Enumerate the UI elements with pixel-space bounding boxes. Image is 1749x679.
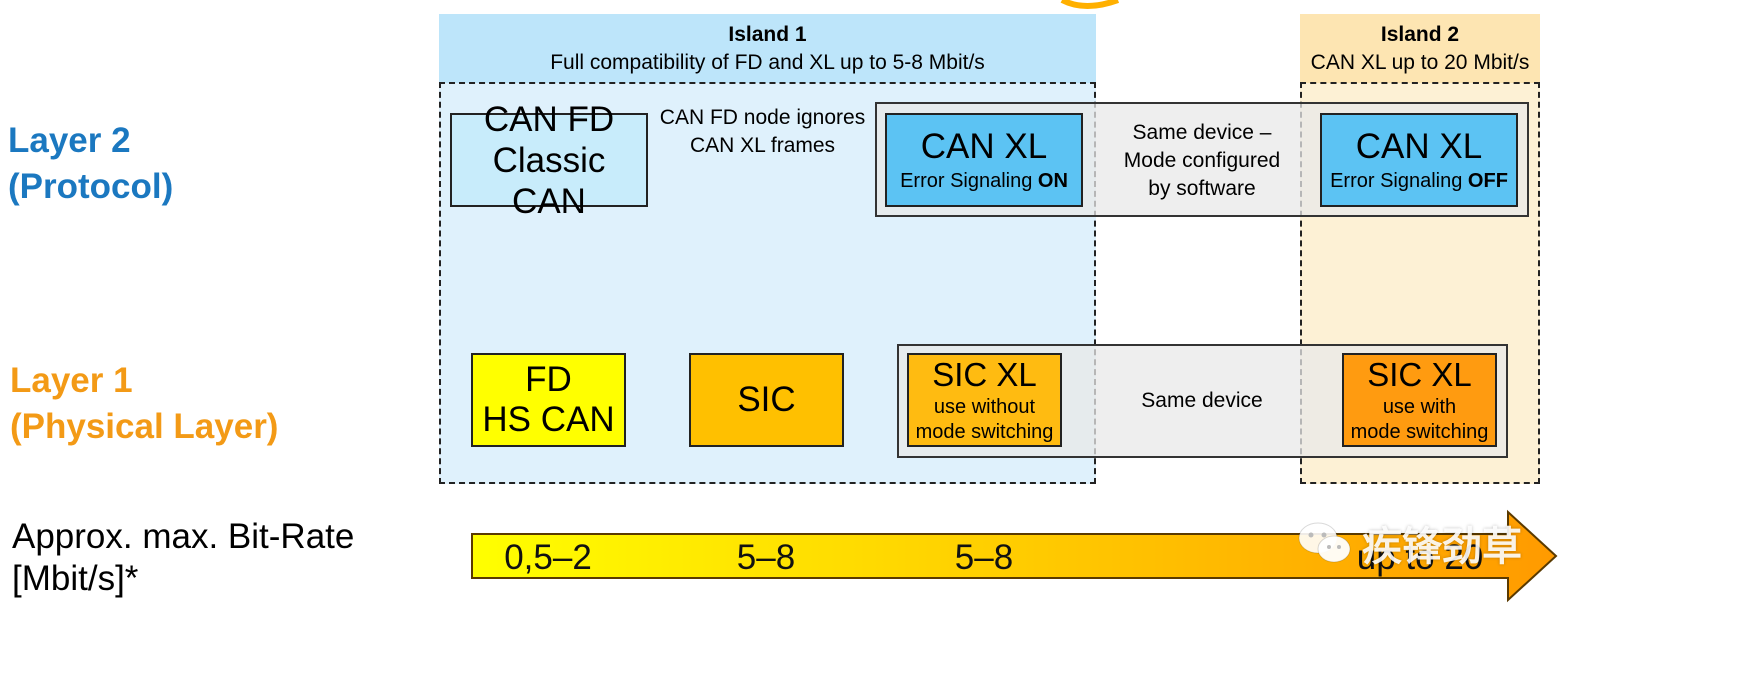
bitrate-label-line2: [Mbit/s]*: [12, 559, 139, 598]
same-device-note-text: Same device: [1141, 389, 1263, 412]
layer1-label: Layer 1 (Physical Layer): [10, 358, 350, 450]
fd-label: FD: [525, 360, 572, 399]
bitrate-label-line1: Approx. max. Bit-Rate: [12, 517, 355, 556]
island2-subtitle: CAN XL up to 20 Mbit/s: [1310, 50, 1530, 74]
same-device-software-note: Same device – Mode configured by softwar…: [1100, 121, 1304, 200]
same-device-note: Same device: [1100, 385, 1304, 417]
bitrate-label: Approx. max. Bit-Rate [Mbit/s]*: [12, 516, 412, 600]
sic-xl-with-line2: mode switching: [1350, 421, 1489, 443]
same-device-note-line2: Mode configured: [1123, 149, 1281, 172]
bitrate-value-sic-xl-switching: up to 20: [1356, 538, 1484, 577]
wechat-icon: [1298, 522, 1351, 563]
error-signaling-off-value: OFF: [1467, 170, 1508, 192]
island2-header: Island 2 CAN XL up to 20 Mbit/s: [1300, 14, 1540, 83]
island2-boundary: [1300, 82, 1540, 484]
can-xl-on-subtitle: Error Signaling ON: [900, 168, 1068, 194]
bitrate-arrow: [471, 509, 1558, 603]
can-fd-label: CAN FD: [483, 99, 615, 139]
hs-can-label: HS CAN: [482, 400, 615, 439]
error-signaling-on-value: ON: [1037, 170, 1068, 192]
watermark: 疾锋劲草: [1296, 514, 1522, 572]
can-xl-on-title: CAN XL: [920, 127, 1048, 166]
island1-header: Island 1 Full compatibility of FD and XL…: [439, 14, 1096, 83]
sic-box: SIC: [689, 353, 844, 447]
layer2-subtitle: (Protocol): [8, 167, 174, 206]
bitrate-value-fd-hs: 0,5–2: [504, 538, 592, 577]
sic-label: SIC: [737, 380, 796, 419]
sic-xl-with-switching-box: SIC XL use with mode switching: [1342, 353, 1497, 447]
error-signaling-label: Error Signaling: [900, 170, 1038, 192]
bitrate-value-sic: 5–8: [736, 538, 796, 577]
watermark-text: 疾锋劲草: [1362, 525, 1522, 569]
sic-xl-without-switching-box: SIC XL use without mode switching: [907, 353, 1062, 447]
classic-can-label: Classic CAN: [492, 140, 606, 221]
can-fd-classic-can-box: CAN FD Classic CAN: [450, 100, 648, 221]
fd-hs-can-box: FD HS CAN: [471, 353, 626, 447]
layer1-title: Layer 1: [10, 361, 133, 400]
error-signaling-label: Error Signaling: [1330, 170, 1468, 192]
island1-subtitle: Full compatibility of FD and XL up to 5-…: [550, 50, 985, 74]
island2-title: Island 2: [1380, 22, 1460, 46]
island1-boundary: [439, 82, 1096, 484]
sic-xl-with-title: SIC XL: [1367, 356, 1472, 393]
decorative-arc: [1060, 0, 1120, 9]
can-xl-off-title: CAN XL: [1355, 127, 1483, 166]
can-xl-error-signaling-on-box: CAN XL Error Signaling ON: [885, 113, 1083, 207]
same-device-note-line1: Same device –: [1132, 121, 1272, 144]
sic-xl-without-line2: mode switching: [915, 421, 1054, 443]
fd-ignores-note-line1: CAN FD node ignores: [659, 106, 866, 129]
fd-ignores-note-line2: CAN XL frames: [689, 134, 836, 157]
layer1-subtitle: (Physical Layer): [10, 407, 279, 446]
island1-title: Island 1: [728, 22, 807, 46]
sic-xl-with-line1: use with: [1382, 396, 1457, 418]
same-device-note-line3: by software: [1148, 177, 1256, 200]
fd-ignores-xl-note: CAN FD node ignores CAN XL frames: [655, 106, 870, 158]
can-xl-error-signaling-off-box: CAN XL Error Signaling OFF: [1320, 113, 1518, 207]
layer2-label: Layer 2 (Protocol): [8, 118, 268, 210]
sic-xl-without-line1: use without: [933, 396, 1036, 418]
sic-xl-without-title: SIC XL: [932, 356, 1037, 393]
can-xl-off-subtitle: Error Signaling OFF: [1330, 168, 1508, 194]
bitrate-value-sic-xl: 5–8: [954, 538, 1014, 577]
layer2-title: Layer 2: [8, 121, 131, 160]
